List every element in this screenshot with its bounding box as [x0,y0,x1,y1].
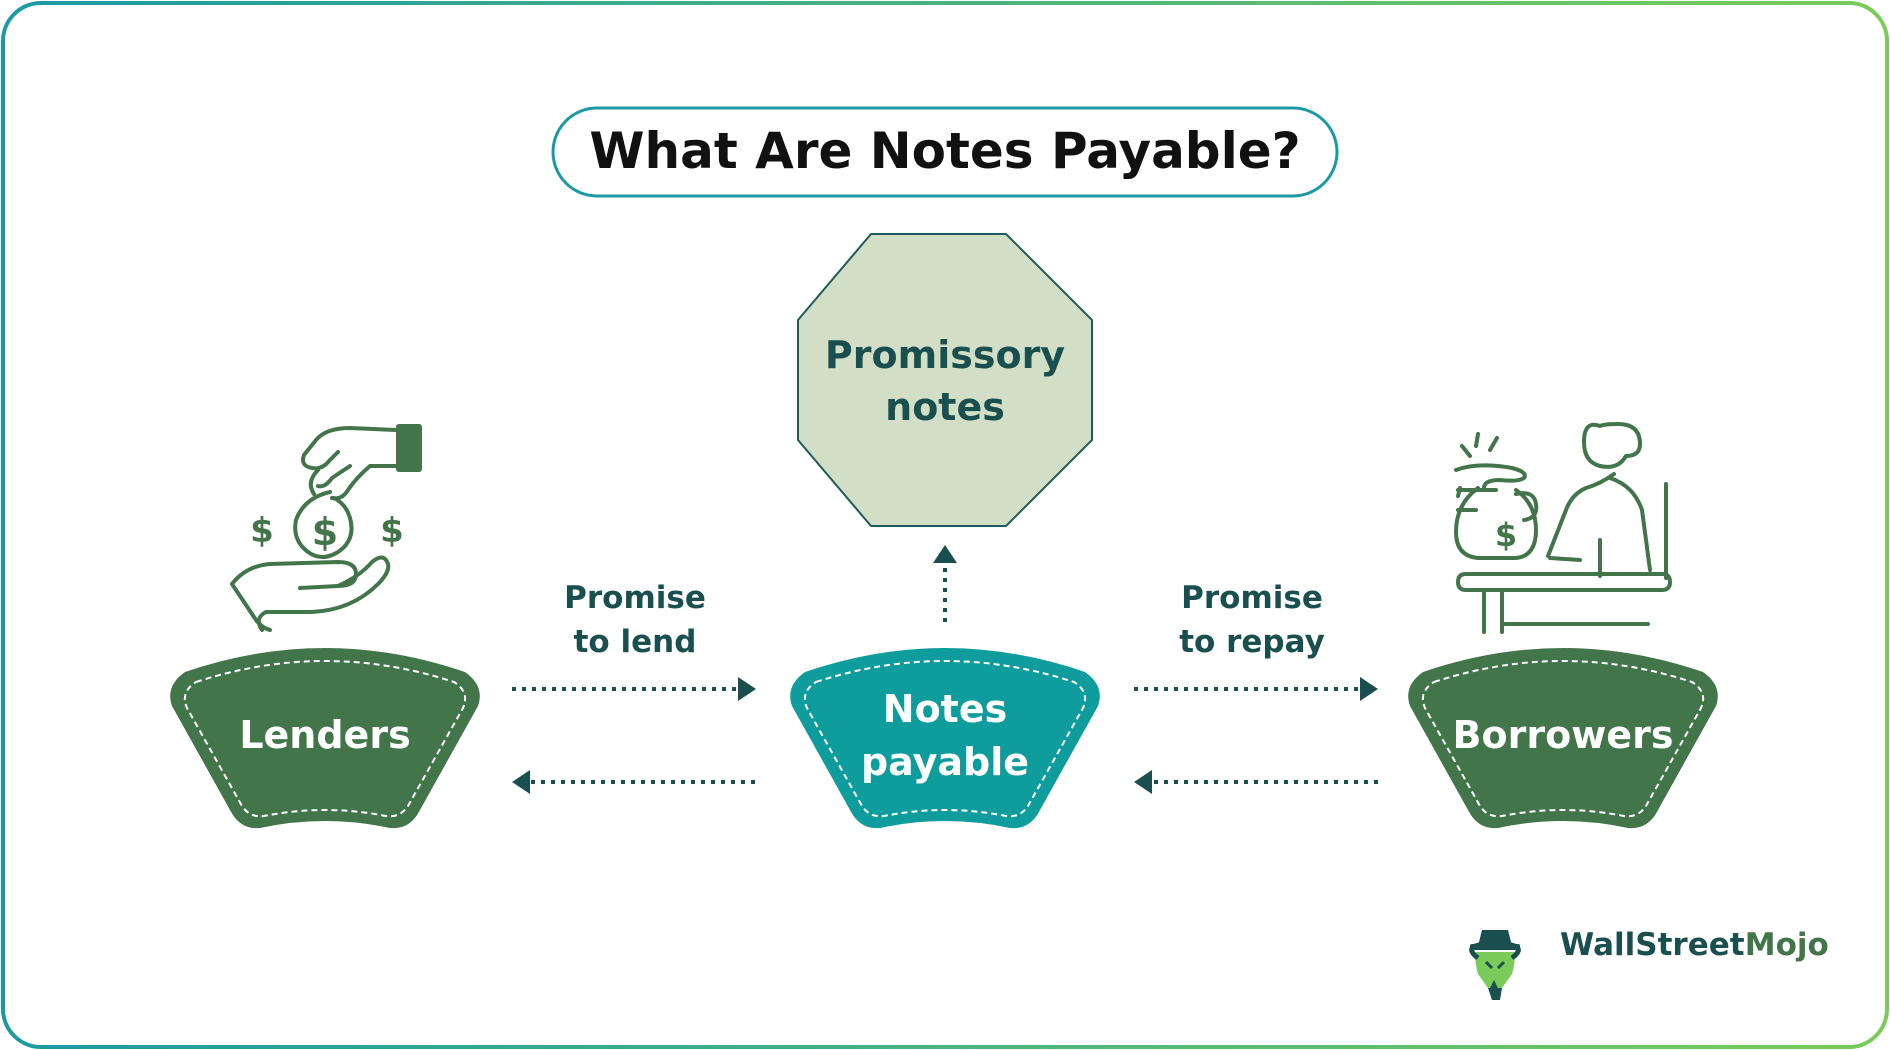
promise-to-lend-line1: Promise [564,580,706,616]
notes-payable-shape [790,648,1100,829]
promissory-notes-line1: Promissory [825,333,1065,377]
borrower-person-desk-icon: $ [1454,422,1672,634]
lenders-label: Lenders [239,713,410,757]
notes-payable-shape-dash [803,660,1087,818]
lenders-shape-dash [183,660,467,818]
svg-text:$: $ [312,510,338,554]
borrowers-label: Borrowers [1453,713,1674,757]
lenders-shape [170,648,480,829]
notes-payable-line1: Notes [883,687,1007,731]
svg-text:$: $ [380,511,404,551]
promissory-notes-octagon [797,233,1093,527]
arrow-lenders-to-notes-head [738,677,756,701]
promise-to-repay-line2: to repay [1179,624,1325,660]
brand-wallstreet: WallStreet [1560,927,1745,963]
arrow-notes-to-borrowers-head [1360,677,1378,701]
brand-mojo: Mojo [1745,927,1829,963]
svg-text:$: $ [1495,516,1517,554]
wallstreetmojo-logo-icon [1469,930,1521,1000]
page-title: What Are Notes Payable? [589,122,1300,180]
promise-to-lend-line2: to lend [574,624,697,660]
promissory-notes-line2: notes [885,385,1005,429]
title-pill [551,106,1339,198]
borrowers-shape-dash [1421,660,1705,818]
arrow-notes-to-lenders-head [512,770,530,794]
notes-payable-line2: payable [861,740,1029,784]
borrowers-shape [1408,648,1718,829]
svg-text:$: $ [250,511,274,551]
lender-money-hand-icon: $ $ $ [230,424,422,632]
arrow-up-head [933,545,957,563]
promise-to-repay-line1: Promise [1181,580,1323,616]
arrow-borrowers-to-notes-head [1134,770,1152,794]
